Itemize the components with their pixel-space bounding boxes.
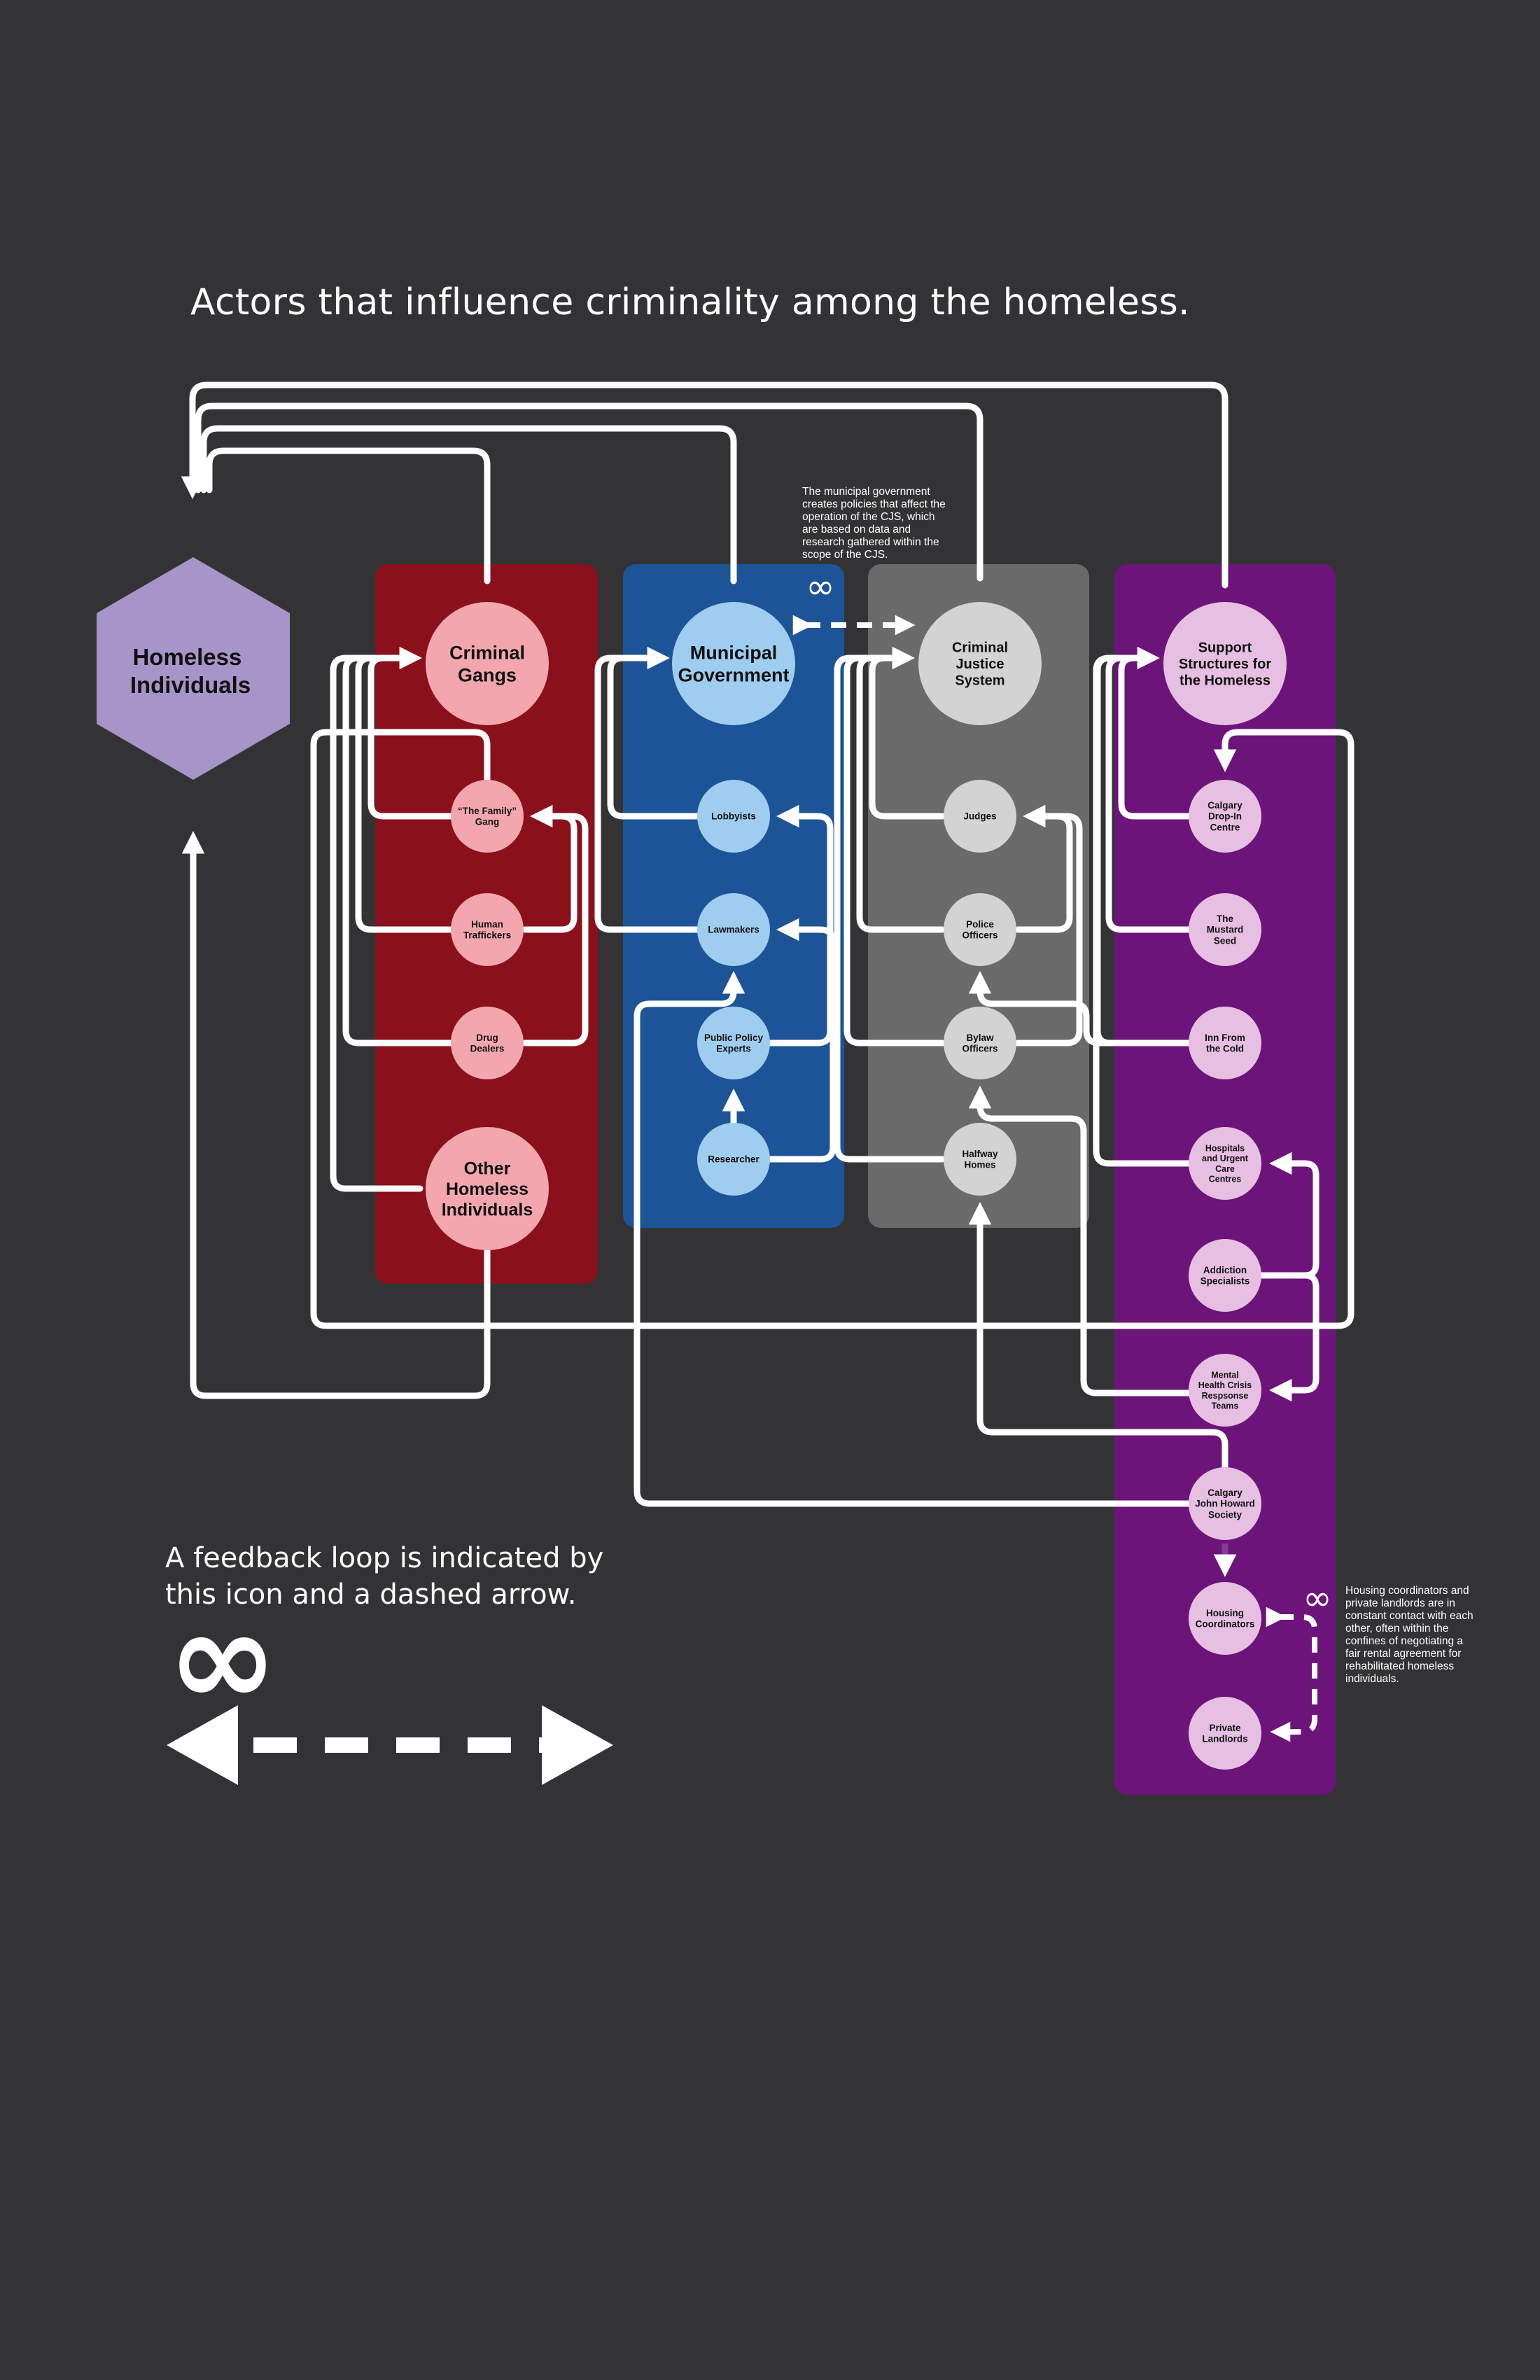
left-arrowhead-icon: [167, 1705, 238, 1785]
judges-label: Judges: [963, 811, 996, 822]
inn-from-the-cold-node: [1189, 1007, 1261, 1079]
housing-coordinators-node: [1189, 1582, 1261, 1655]
addiction-to-mental-health-line: [1269, 1272, 1320, 1402]
halfway-to-justice-line: [834, 654, 946, 1163]
criminal-justice-system-node: [918, 602, 1042, 725]
dealers-to-family-gang-line: [522, 813, 589, 1046]
john-howard-to-halfway-line: [968, 1202, 1228, 1472]
other-homeless-to-hub-arrow: [181, 831, 491, 1399]
bylaw-officers-node: [944, 1007, 1016, 1079]
support-to-homeless-arrow: [181, 382, 1228, 589]
calgary-drop-in-centre-node: [1189, 780, 1261, 853]
infinity-icon: ∞: [806, 566, 835, 607]
lawmakers-to-government-line: [594, 654, 701, 933]
researcher-to-lawmakers-line: [766, 918, 836, 1163]
infinity-icon: ∞: [167, 1581, 278, 1736]
housing-landlords-feedback-arrow: [1266, 1606, 1317, 1742]
criminal-gangs-node: [426, 602, 549, 725]
john-howard-to-lawmakers-line: [634, 971, 1194, 1507]
page-title: Actors that influence criminality among …: [190, 281, 1190, 323]
halfway-homes-node: [944, 1123, 1016, 1196]
the-mustard-seed-node: [1189, 893, 1261, 966]
support-structures-for-the-homeless-node: [1163, 602, 1287, 725]
right-arrowhead-icon: [542, 1705, 613, 1785]
inn-to-police-line: [968, 971, 1194, 1046]
municipal-government-node: [672, 602, 795, 725]
mental-health-crisis-respsonse-teams-node: [1189, 1354, 1261, 1427]
hospitals-and-urgent-care-centres-node: [1189, 1127, 1261, 1200]
judges-node: [944, 780, 1016, 853]
justice-to-homeless-arrow: [195, 402, 983, 582]
legend-text: A feedback loop is indicated by this ico…: [165, 1542, 604, 1611]
lawmakers-label: Lawmakers: [708, 925, 760, 935]
lobbyists-node: [697, 780, 770, 853]
government-to-homeless-arrow: [200, 425, 737, 584]
the-family-gang-node: [451, 780, 524, 853]
hub-label: Homeless Individuals: [130, 644, 251, 698]
calgary-john-howard-society-node: [1189, 1467, 1261, 1540]
bylaw-to-judges-line: [1014, 813, 1083, 1046]
addiction-specialists-node: [1189, 1239, 1261, 1312]
lawmakers-node: [697, 893, 770, 966]
private-landlords-node: [1189, 1697, 1261, 1770]
public-policy-experts-node: [697, 1007, 770, 1079]
the-family-gang-label: “The Family”Gang: [458, 806, 517, 827]
infinity-icon: ∞: [1303, 1578, 1332, 1618]
human-traffickers-node: [451, 893, 524, 966]
homeless-individuals-hexagon: [97, 557, 290, 780]
mental-health-to-bylaw-line: [968, 1086, 1194, 1396]
gangs-to-homeless-arrow: [206, 447, 491, 584]
researcher-node: [697, 1123, 770, 1196]
lobbyists-label: Lobbyists: [711, 811, 756, 822]
family-gang-to-support-loop: [310, 729, 1354, 1329]
researcher-label: Researcher: [708, 1154, 760, 1165]
other-homeless-to-gangs-line: [330, 654, 424, 1192]
drug-dealers-node: [451, 1007, 524, 1079]
government-note: The municipal government creates policie…: [802, 486, 946, 561]
other-homeless-individuals-node: [426, 1127, 549, 1250]
police-officers-node: [944, 893, 1016, 966]
hospitals-to-support-line: [1093, 654, 1194, 1167]
housing-note: Housing coordinators and private landlor…: [1345, 1585, 1474, 1685]
